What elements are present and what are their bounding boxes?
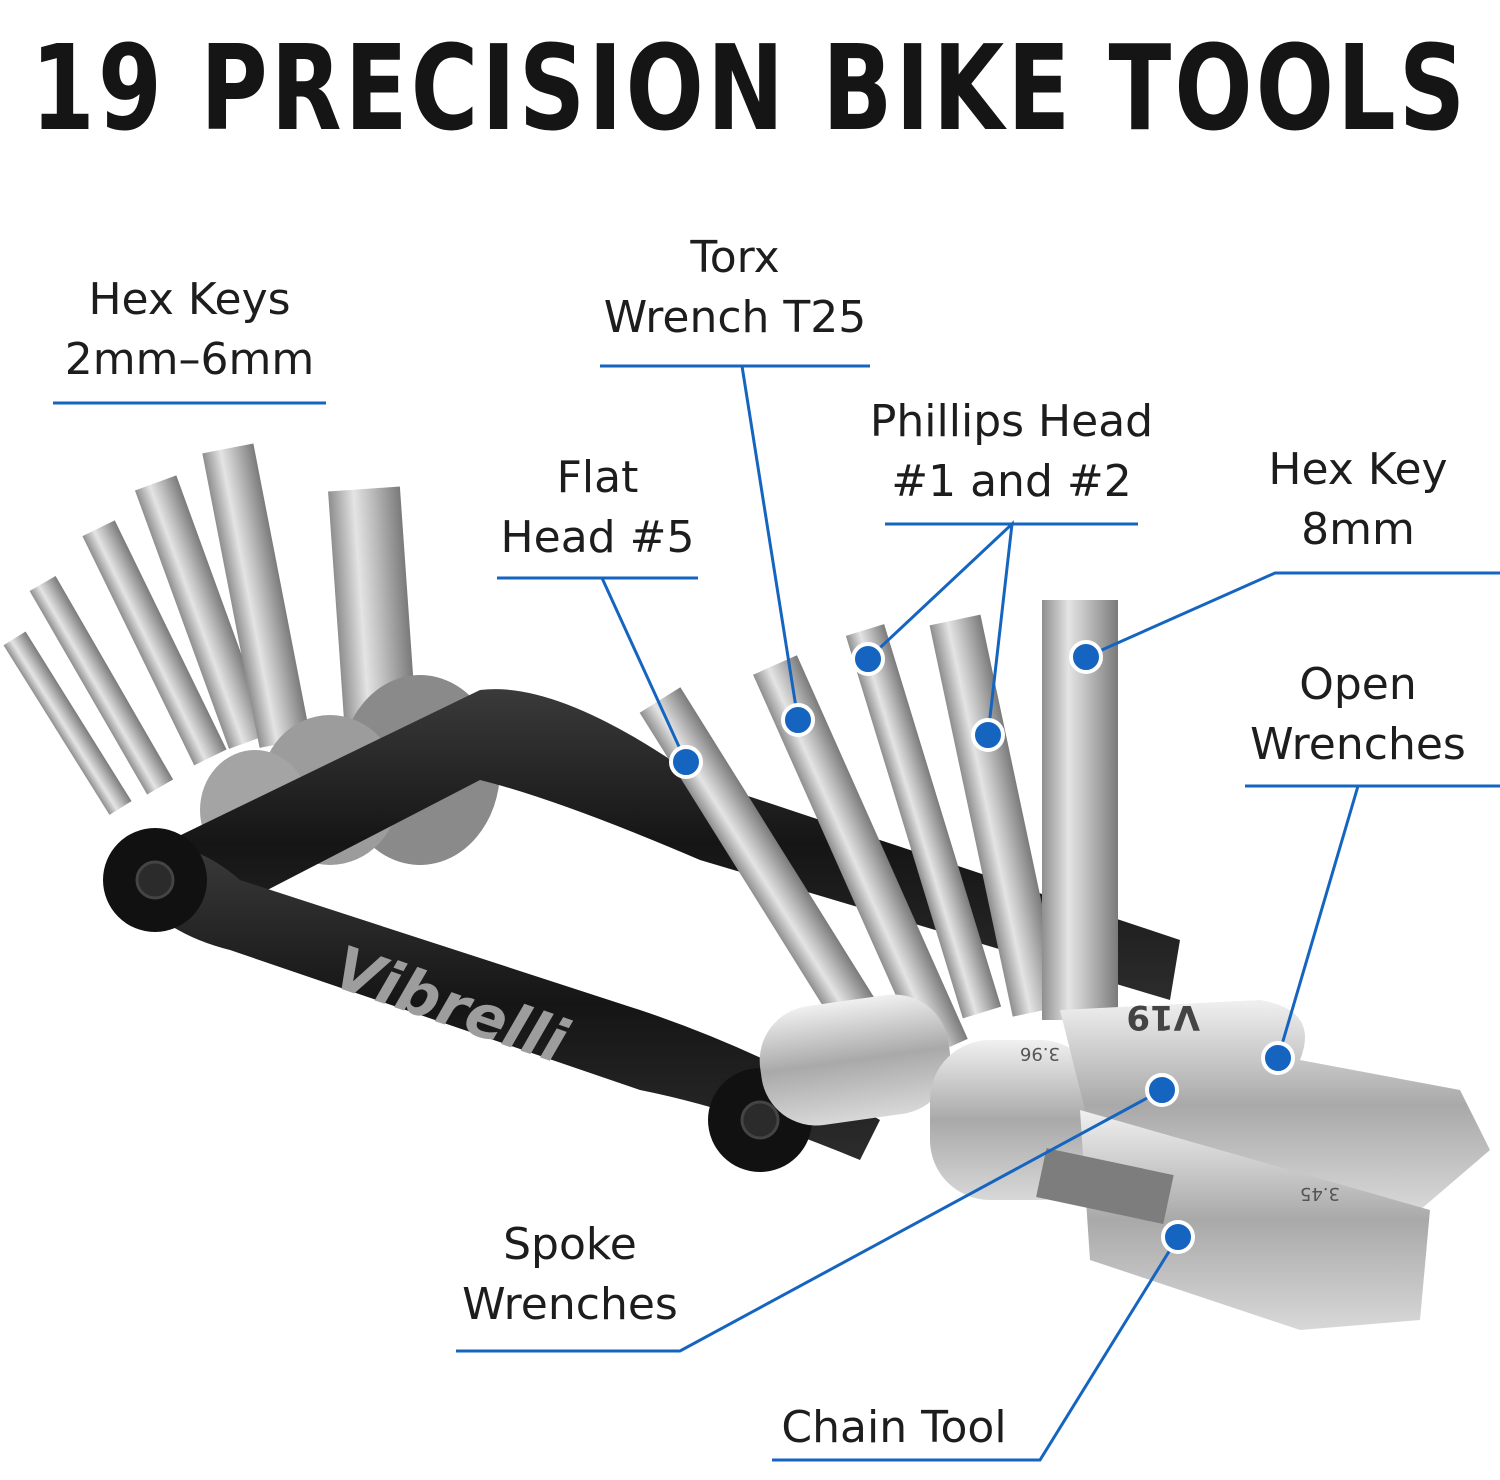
label-spoke-wrenches-line2: Wrenches	[462, 1279, 678, 1330]
label-chain-tool: Chain Tool	[768, 1398, 1020, 1458]
open-wrench	[1060, 1000, 1490, 1210]
chain-tool-assembly: V19 3.96 3.45	[759, 994, 1490, 1330]
label-hex-keys: Hex Keys 2mm–6mm	[53, 270, 326, 390]
bolt-socket	[135, 860, 175, 900]
label-torx: Torx Wrench T25	[600, 228, 870, 348]
dot-open-wrenches	[1261, 1041, 1295, 1075]
label-spoke-wrenches-line1: Spoke	[503, 1219, 637, 1270]
dot-phillips-1	[851, 642, 885, 676]
engraving-size-b: 3.45	[1300, 1183, 1340, 1204]
label-torx-line1: Torx	[690, 232, 780, 283]
pivot-barrel	[759, 994, 951, 1126]
label-hex-key-8: Hex Key 8mm	[1252, 440, 1464, 560]
label-hex-key-8-line1: Hex Key	[1268, 444, 1448, 495]
pointer-hex-key-8	[1085, 571, 1500, 659]
bolt-socket	[740, 1100, 780, 1140]
dot-phillips-2	[971, 718, 1005, 752]
label-open-wrenches: Open Wrenches	[1238, 655, 1478, 775]
dot-hex-key-8	[1069, 640, 1103, 674]
headline-text: 19 PRECISION BIKE TOOLS	[31, 18, 1469, 157]
dot-chain-tool	[1161, 1220, 1195, 1254]
hex-key	[29, 576, 174, 795]
pointer-open-wrenches	[1276, 785, 1360, 1059]
pointer-spoke-wrenches	[456, 1088, 1163, 1353]
label-phillips-line2: #1 and #2	[891, 456, 1132, 507]
pointer-torx	[740, 365, 800, 721]
side-plates: Vibrelli	[103, 689, 1180, 1172]
hex-key	[82, 520, 227, 766]
label-hex-keys-line1: Hex Keys	[88, 274, 291, 325]
label-hex-keys-line2: 2mm–6mm	[64, 334, 315, 385]
chain-tool-body	[1080, 1110, 1430, 1330]
label-chain-tool-line1: Chain Tool	[781, 1402, 1007, 1453]
pointer-flat-head	[600, 577, 688, 763]
engraving-model: V19	[1126, 997, 1200, 1037]
hex-key	[134, 475, 271, 749]
engraving-size-a: 3.96	[1020, 1043, 1060, 1064]
chain-tool-screw	[1036, 1148, 1174, 1225]
phillips-bit-2	[929, 614, 1064, 1017]
side-plate-upper	[150, 689, 1180, 1000]
torx-bit	[753, 655, 968, 1059]
label-flat-head: Flat Head #5	[497, 448, 698, 568]
label-flat-head-line2: Head #5	[500, 512, 695, 563]
callout-lines	[53, 364, 1500, 1462]
pointer-chain-tool	[772, 1236, 1180, 1462]
dot-spoke-wrenches	[1145, 1073, 1179, 1107]
label-open-wrenches-line2: Wrenches	[1250, 719, 1466, 770]
label-phillips-line1: Phillips Head	[869, 396, 1154, 447]
flat-head-bit	[639, 687, 914, 1086]
dot-flat-head	[669, 745, 703, 779]
hex-key	[3, 631, 132, 815]
label-torx-line2: Wrench T25	[603, 292, 867, 343]
callout-dots	[669, 640, 1295, 1254]
label-flat-head-line1: Flat	[556, 452, 639, 503]
phillips-bit-1	[845, 624, 1002, 1019]
label-hex-key-8-line2: 8mm	[1301, 504, 1415, 555]
side-plate-lower	[120, 847, 880, 1160]
hex-key	[328, 486, 416, 721]
pointer-phillips	[866, 520, 1014, 736]
headline: 19 PRECISION BIKE TOOLS	[0, 0, 1500, 175]
hex-key	[202, 443, 311, 748]
dot-torx	[781, 703, 815, 737]
label-phillips: Phillips Head #1 and #2	[855, 392, 1168, 512]
label-open-wrenches-line1: Open	[1299, 659, 1417, 710]
bits	[639, 600, 1118, 1086]
label-spoke-wrenches: Spoke Wrenches	[452, 1215, 688, 1335]
